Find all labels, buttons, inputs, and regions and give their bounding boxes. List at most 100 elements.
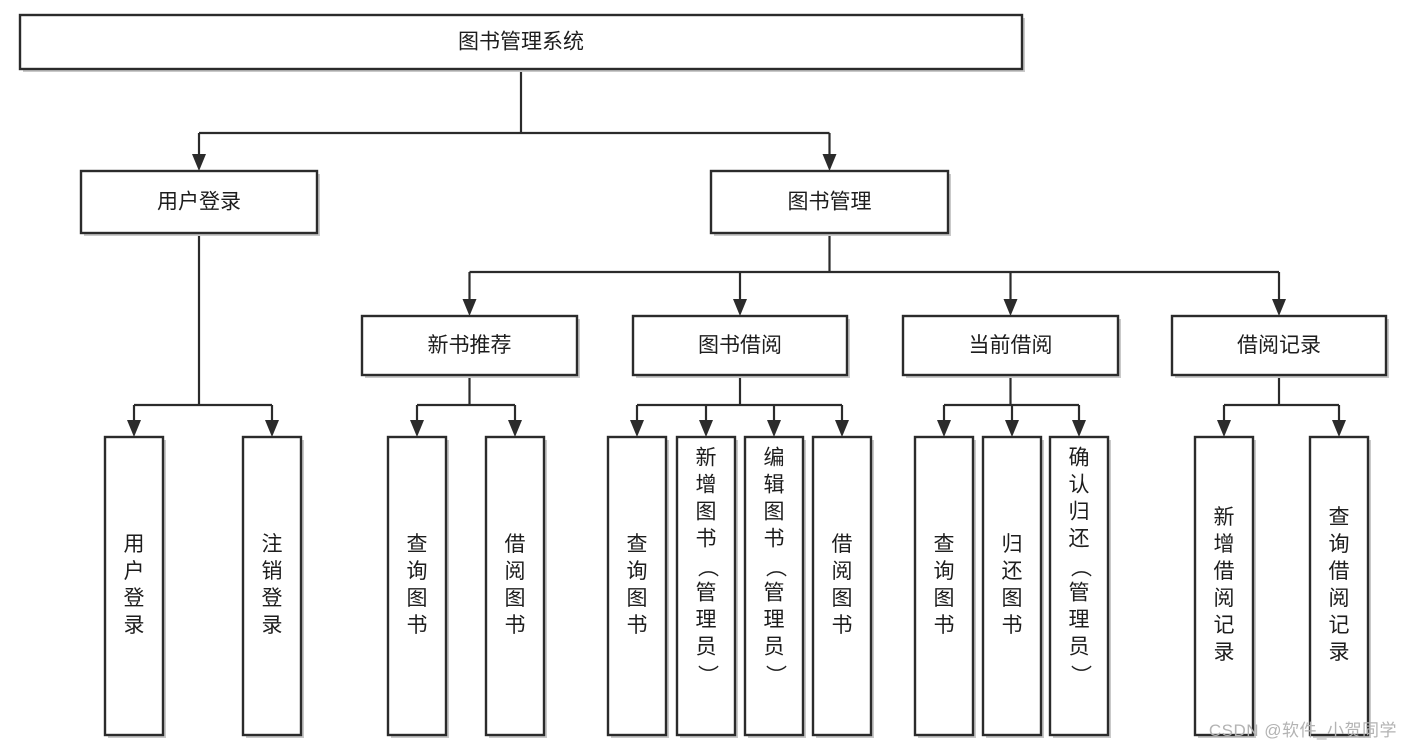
- node-label-char: 阅: [1329, 587, 1350, 610]
- arrow-head: [767, 420, 781, 437]
- connector-conn-current-split: [937, 375, 1086, 437]
- node-label-char: （: [1068, 557, 1091, 578]
- node-label-char: 管: [696, 582, 717, 605]
- node-label-char: 录: [1214, 641, 1235, 664]
- node-root[interactable]: 图书管理系统: [18, 13, 1025, 72]
- connector-conn-user-login-split: [127, 233, 279, 437]
- node-label-char: 新: [1214, 506, 1235, 529]
- node-label-char: 询: [1329, 533, 1350, 556]
- arrow-head: [1332, 420, 1346, 437]
- node-box: [901, 314, 1120, 377]
- node-label-char: 借: [1214, 560, 1235, 583]
- arrow-head: [1217, 420, 1231, 437]
- node-box: [1170, 314, 1388, 377]
- node-label-char: 书: [505, 614, 526, 637]
- arrow-head: [733, 299, 747, 316]
- node-label-char: 新: [696, 447, 717, 470]
- arrow-head: [127, 420, 141, 437]
- node-box: [743, 435, 805, 737]
- node-label-char: 确: [1069, 447, 1090, 470]
- node-label: 图书管理系统: [458, 31, 584, 54]
- node-borrow-record[interactable]: 借阅记录: [1170, 314, 1389, 378]
- connector-conn-root-split: [192, 69, 837, 171]
- node-label-char: 用: [124, 533, 145, 556]
- node-label-char: 记: [1214, 614, 1235, 637]
- node-label-char: 记: [1329, 614, 1350, 637]
- node-label: 图书管理: [788, 191, 872, 214]
- arrow-head: [192, 154, 206, 171]
- node-label-char: （: [695, 557, 718, 578]
- node-label-char: 还: [1069, 528, 1090, 551]
- node-label-char: 图: [505, 587, 526, 610]
- node-label-char: 书: [696, 528, 717, 551]
- arrow-head: [937, 420, 951, 437]
- node-label-char: 阅: [1214, 587, 1235, 610]
- node-box: [1193, 435, 1255, 737]
- node-label-char: 阅: [505, 560, 526, 583]
- node-label-char: 编: [764, 447, 785, 470]
- node-label-char: 图: [832, 587, 853, 610]
- node-label-char: 管: [764, 582, 785, 605]
- node-box: [913, 435, 975, 737]
- node-label-char: 录: [124, 614, 145, 637]
- node-label: 借阅记录: [1237, 334, 1321, 357]
- arrow-head: [462, 299, 477, 316]
- node-label-char: 书: [407, 614, 428, 637]
- node-label-char: 借: [505, 533, 526, 556]
- connector-conn-record-split: [1217, 375, 1346, 437]
- node-box: [79, 169, 319, 235]
- node-new-book-recommend[interactable]: 新书推荐: [360, 314, 580, 378]
- node-label-char: 书: [1002, 614, 1023, 637]
- arrow-head: [699, 420, 713, 437]
- node-box: [811, 435, 873, 737]
- node-leaf-user-login[interactable]: 用户登录: [103, 435, 166, 738]
- node-box: [606, 435, 668, 737]
- node-label-char: 理: [696, 609, 717, 632]
- connector-conn-borrow-split: [630, 375, 849, 437]
- node-label-char: 员: [696, 636, 717, 659]
- arrow-head: [835, 420, 849, 437]
- node-label-char: 认: [1069, 474, 1090, 497]
- arrow-head: [1272, 299, 1286, 316]
- node-current-borrow[interactable]: 当前借阅: [901, 314, 1121, 378]
- node-box: [360, 314, 579, 377]
- node-label-char: 辑: [764, 474, 785, 497]
- node-box: [103, 435, 165, 737]
- node-box: [1048, 435, 1110, 737]
- arrow-head: [630, 420, 644, 437]
- node-label-char: ）: [763, 665, 786, 686]
- node-user-login[interactable]: 用户登录: [79, 169, 320, 236]
- node-label-char: 询: [934, 560, 955, 583]
- connector-conn-recommend-split: [410, 375, 522, 437]
- node-label-char: 查: [934, 533, 955, 556]
- node-box: [241, 435, 303, 737]
- node-label-char: 书: [764, 528, 785, 551]
- node-label-char: 员: [764, 636, 785, 659]
- node-label-char: 员: [1069, 636, 1090, 659]
- node-label-char: 书: [832, 614, 853, 637]
- watermark-text: CSDN @软件_小贺同学: [1208, 721, 1397, 740]
- arrow-head: [410, 420, 424, 437]
- node-label-char: 查: [1329, 506, 1350, 529]
- node-label-char: 增: [1214, 533, 1235, 556]
- node-label-char: 书: [627, 614, 648, 637]
- arrow-head: [508, 420, 522, 437]
- node-book-manage[interactable]: 图书管理: [709, 169, 951, 236]
- node-box: [709, 169, 950, 235]
- node-book-borrow[interactable]: 图书借阅: [631, 314, 850, 378]
- node-label-char: 录: [1329, 641, 1350, 664]
